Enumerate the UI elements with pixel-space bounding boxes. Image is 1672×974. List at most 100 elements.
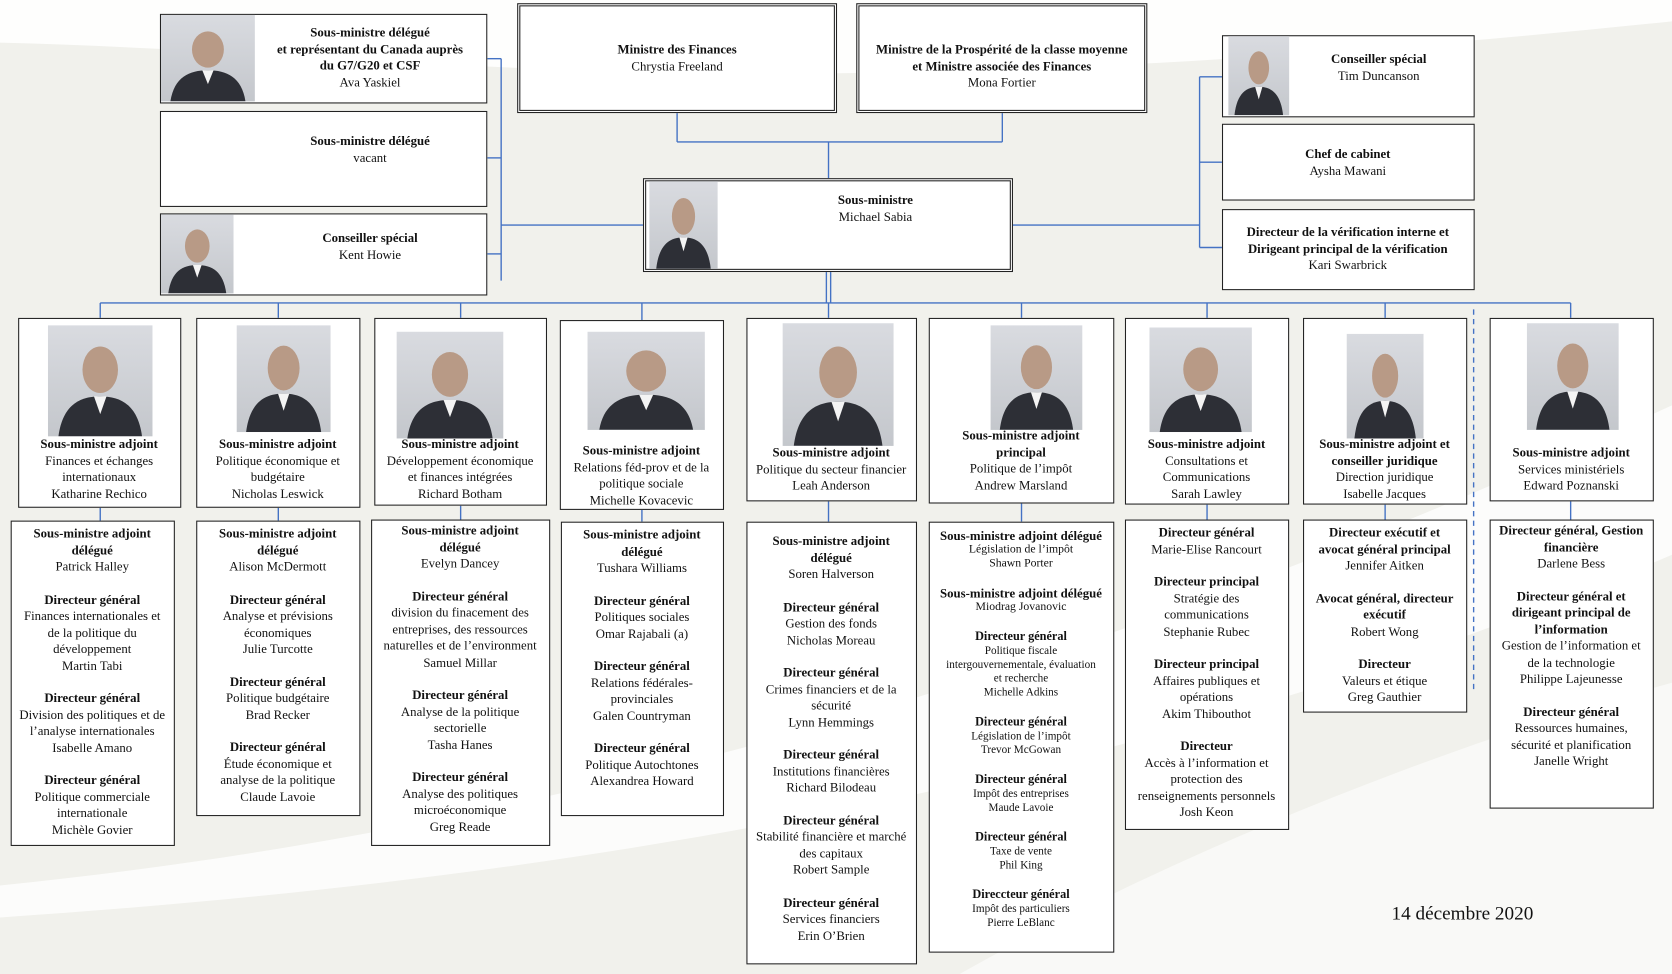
person-name: Greg Reade xyxy=(429,818,491,834)
role-title: Directeur général xyxy=(412,769,509,785)
column-head-8[interactable]: Sous-ministre adjoint et conseiller juri… xyxy=(1303,317,1468,505)
person-name: Trevor McGowan xyxy=(980,744,1062,757)
person-name: Kari Swarbrick xyxy=(1308,257,1388,273)
reports-list: Directeur exécutif et avocat général pri… xyxy=(1304,525,1465,706)
person-name: Samuel Millar xyxy=(423,654,497,670)
person-name: Sarah Lawley xyxy=(1171,485,1242,501)
person-name: Akim Thibouthot xyxy=(1162,705,1252,721)
unit-name: division du finacement des entreprises, … xyxy=(383,604,537,653)
person-name: Mona Fortier xyxy=(967,74,1036,90)
person-name: Evelyn Dancey xyxy=(420,555,500,571)
unit-name: Développement économique et finances int… xyxy=(386,452,534,485)
person-name: Phil King xyxy=(999,859,1043,872)
unit-name: Consultations et Communications xyxy=(1162,452,1251,485)
unit-name: Division des politiques et de l’analyse … xyxy=(19,706,166,739)
role-title: Directeur xyxy=(1358,656,1411,672)
role-title: Sous-ministre adjoint délégué xyxy=(772,533,890,565)
person-name: Omar Rajabali (a) xyxy=(595,625,689,641)
unit-name: Étude économique et analyse de la politi… xyxy=(220,755,336,788)
person-name: Richard Botham xyxy=(417,485,503,501)
person-name: Robert Sample xyxy=(792,861,870,877)
person-name: Erin O’Brien xyxy=(797,927,865,943)
person-name: Andrew Marsland xyxy=(974,477,1068,493)
role-title: Directeur général xyxy=(229,673,326,689)
unit-name: Valeurs et étique xyxy=(1341,672,1428,688)
column-reports-8[interactable]: Directeur exécutif et avocat général pri… xyxy=(1303,519,1468,713)
top-right-box-3[interactable]: Directeur de la vérification interne et … xyxy=(1221,209,1475,291)
minister-box-2[interactable]: Ministre de la Prospérité de la classe m… xyxy=(856,3,1148,114)
person-photo xyxy=(1228,36,1290,116)
person-name: Robert Wong xyxy=(1350,623,1419,639)
person-name: Nicholas Moreau xyxy=(786,632,876,648)
role-title: Directeur général xyxy=(593,592,690,608)
person-name: Michelle Adkins xyxy=(983,687,1059,699)
person-name: Tasha Hanes xyxy=(427,736,493,752)
unit-name: Analyse et prévisions économiques xyxy=(222,608,333,640)
person-name: Janelle Wright xyxy=(1534,753,1609,769)
unit-name: Politique du secteur financier xyxy=(756,461,907,477)
person-name: Tim Duncanson xyxy=(1337,67,1420,83)
unit-name: Politiques sociales xyxy=(594,609,690,625)
unit-name: Stabilité financière et marché des capit… xyxy=(756,828,907,861)
person-name: Isabelle Jacques xyxy=(1343,485,1426,501)
unit-name: Services ministériels xyxy=(1518,461,1625,477)
person-name: Jennifer Aitken xyxy=(1345,557,1424,573)
role-title: Directeur général xyxy=(44,690,141,706)
person-name: Brad Recker xyxy=(245,706,310,722)
unit-name: Affaires publiques et opérations xyxy=(1152,672,1261,705)
top-left-box-1[interactable]: Sous-ministre délégué et représentant du… xyxy=(159,13,488,104)
role-title: Directeur général xyxy=(783,894,880,910)
role-title: Direccteur général xyxy=(972,888,1070,902)
person-photo xyxy=(396,331,504,439)
person-name: Lynn Hemmings xyxy=(788,714,875,730)
role-title: Sous-ministre adjoint délégué xyxy=(33,525,151,558)
